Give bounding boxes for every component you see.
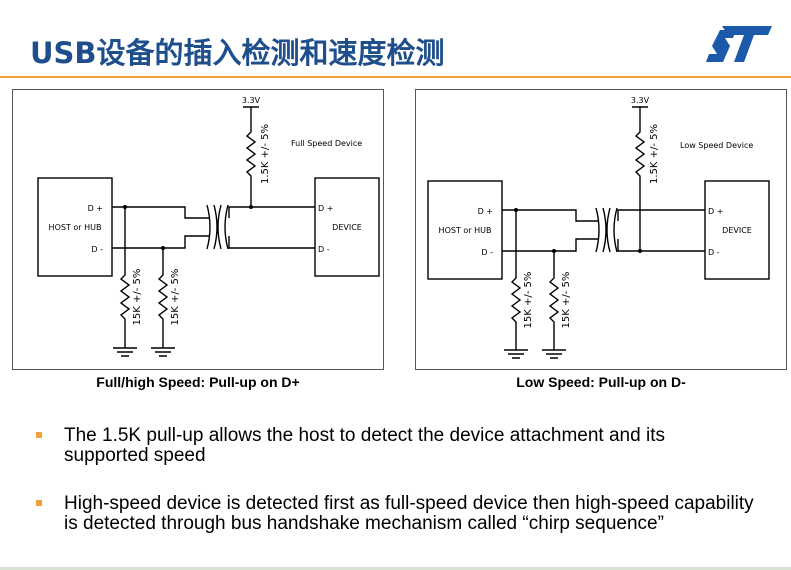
host-box: [427, 180, 503, 280]
low-speed-labels: 3.3V Low Speed Device 1.5K +/- 5% 15K +/…: [439, 96, 754, 329]
full-speed-diagram: 3.3V Full Speed Device 1.5K +/- 5% 15K +…: [12, 89, 384, 370]
pulldown-resistor-label-2: 15K +/- 5%: [170, 269, 181, 326]
bullet-text: The 1.5K pull-up allows the host to dete…: [64, 425, 665, 466]
bullet-text: High-speed device is detected first as f…: [64, 493, 754, 534]
pullup-resistor-label: 1.5K +/- 5%: [260, 124, 271, 184]
device-d-minus-label: D -: [708, 248, 720, 257]
pulldown-resistor-label-2: 15K +/- 5%: [561, 272, 572, 329]
device-type-label: Full Speed Device: [291, 139, 362, 148]
pulldown-resistor-label-1: 15K +/- 5%: [523, 272, 534, 329]
bullet-square-icon: [36, 500, 42, 506]
device-label: DEVICE: [722, 226, 752, 235]
low-speed-circuit: [427, 106, 770, 359]
supply-label: 3.3V: [631, 96, 650, 105]
host-d-minus-label: D -: [91, 245, 103, 254]
host-label: HOST or HUB: [49, 223, 102, 232]
st-logo-icon: [706, 26, 772, 62]
page-title: USB设备的插入检测和速度检测: [30, 36, 445, 70]
full-speed-caption: Full/high Speed: Pull-up on D+: [96, 374, 300, 390]
device-d-plus-label: D +: [708, 207, 723, 216]
host-d-plus-label: D +: [88, 204, 103, 213]
bullet-square-icon: [36, 432, 42, 438]
low-speed-diagram: 3.3V Low Speed Device 1.5K +/- 5% 15K +/…: [415, 89, 787, 370]
host-d-minus-label: D -: [481, 248, 493, 257]
pulldown-resistor-label-1: 15K +/- 5%: [132, 269, 143, 326]
device-type-label: Low Speed Device: [680, 141, 753, 150]
title-divider: [0, 76, 791, 78]
footer-divider: [0, 567, 791, 570]
low-speed-caption: Low Speed: Pull-up on D-: [516, 374, 686, 390]
full-speed-circuit: [37, 106, 380, 357]
device-label: DEVICE: [332, 223, 362, 232]
host-label: HOST or HUB: [439, 226, 492, 235]
pullup-resistor-label: 1.5K +/- 5%: [649, 124, 660, 184]
supply-label: 3.3V: [242, 96, 261, 105]
host-box: [37, 177, 113, 277]
host-d-plus-label: D +: [478, 207, 493, 216]
device-box: [704, 180, 770, 280]
device-box: [314, 177, 380, 277]
device-d-minus-label: D -: [318, 245, 330, 254]
full-speed-labels: 3.3V Full Speed Device 1.5K +/- 5% 15K +…: [49, 96, 363, 326]
device-d-plus-label: D +: [318, 204, 333, 213]
